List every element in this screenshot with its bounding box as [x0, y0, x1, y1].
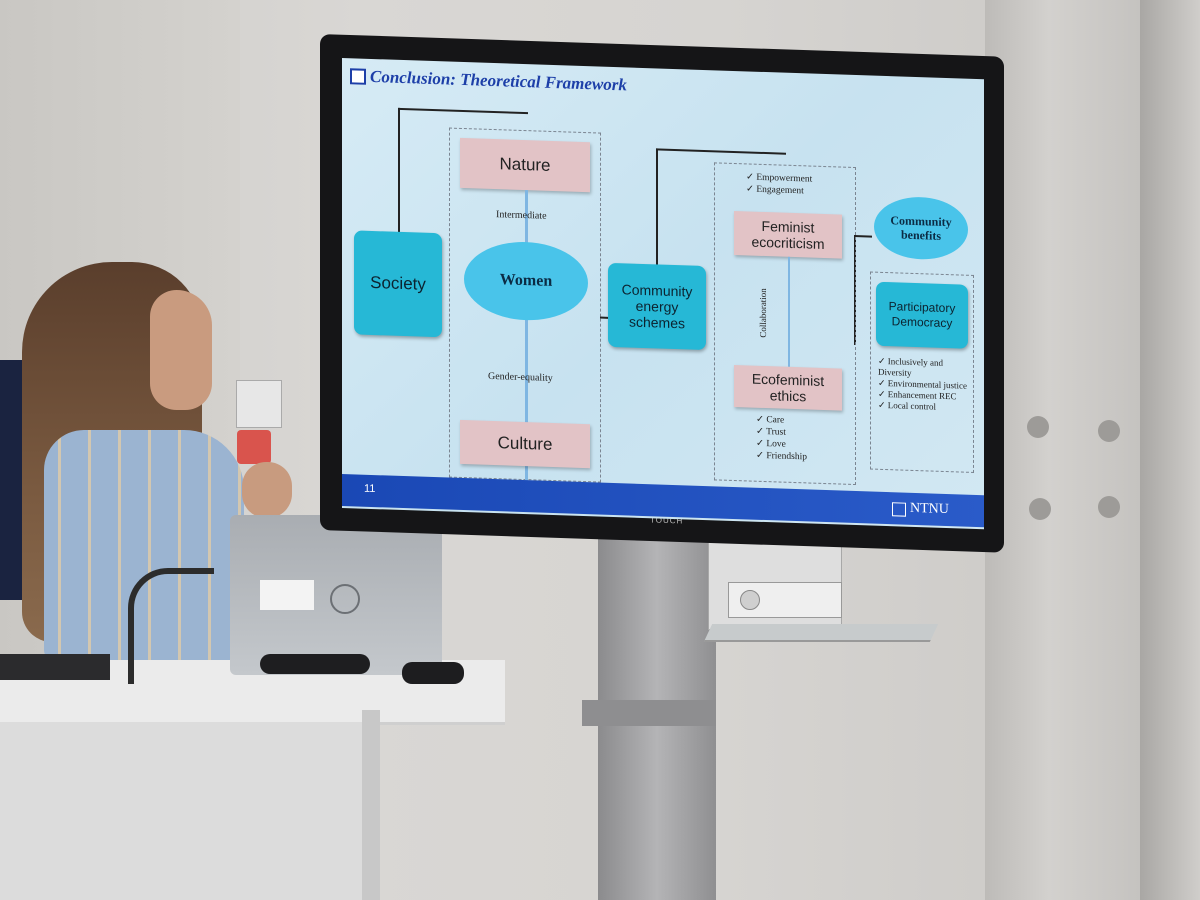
nature-box: Nature [460, 137, 590, 193]
community-benefits-oval: Community benefits [874, 195, 968, 261]
connector-line [398, 107, 528, 115]
pillar-hole [1027, 416, 1049, 438]
check-item: Inclusively and Diversity [878, 356, 970, 381]
desk-side [362, 710, 380, 900]
ntnu-logo-icon [892, 502, 906, 517]
connector-line [398, 107, 400, 240]
slide: Conclusion: Theoretical Framework Nature… [342, 58, 984, 530]
pillar-hole [1098, 420, 1120, 442]
laptop-logo-icon [330, 584, 360, 614]
connector-line [656, 148, 786, 155]
concrete-pillar [985, 0, 1145, 900]
pillar-hole [1029, 498, 1051, 520]
connector-line [656, 148, 658, 277]
ethics-list: Care Trust Love Friendship [756, 414, 807, 464]
presenter-hands [242, 462, 292, 518]
remote-control [402, 662, 464, 684]
glass-shelf [703, 624, 939, 642]
check-item: Engagement [746, 183, 812, 197]
clip [260, 654, 370, 674]
slide-number: 11 [364, 482, 376, 496]
culture-box: Culture [460, 419, 590, 469]
connector-line [854, 234, 872, 238]
connector-line [600, 316, 608, 319]
presenter-face [150, 290, 212, 410]
power-socket-plate [728, 582, 842, 618]
feminist-ecocriticism-box: Feminist ecocriticism [734, 211, 842, 259]
wall-sticker [237, 430, 271, 464]
desk-front [0, 722, 362, 900]
stand-clamp [582, 700, 716, 726]
wall-sign [236, 380, 282, 428]
ntnu-brand: NTNU [910, 500, 949, 518]
laptop-sticker [260, 580, 314, 610]
laptop-cable [128, 568, 214, 684]
empowerment-list: Empowerment Engagement [746, 171, 812, 197]
power-socket [740, 590, 760, 610]
gender-equality-label: Gender-equality [488, 370, 553, 384]
check-item: Friendship [756, 450, 807, 464]
ecofeminist-ethics-box: Ecofeminist ethics [734, 365, 842, 411]
democracy-list: Inclusively and Diversity Environmental … [878, 356, 970, 414]
pillar-edge [1140, 0, 1200, 900]
society-box: Society [354, 230, 442, 338]
intermediate-label: Intermediate [496, 209, 547, 222]
participatory-democracy-box: Participatory Democracy [876, 281, 968, 349]
keyboard [0, 654, 110, 680]
title-bullet-icon [350, 68, 366, 85]
community-energy-box: Community energy schemes [608, 262, 706, 351]
side-monitor [0, 360, 26, 600]
pillar-hole [1098, 496, 1120, 518]
presenter-jacket [44, 430, 244, 660]
collaboration-label: Collaboration [757, 288, 768, 338]
vertical-link [788, 256, 790, 367]
slide-title: Conclusion: Theoretical Framework [370, 66, 627, 95]
